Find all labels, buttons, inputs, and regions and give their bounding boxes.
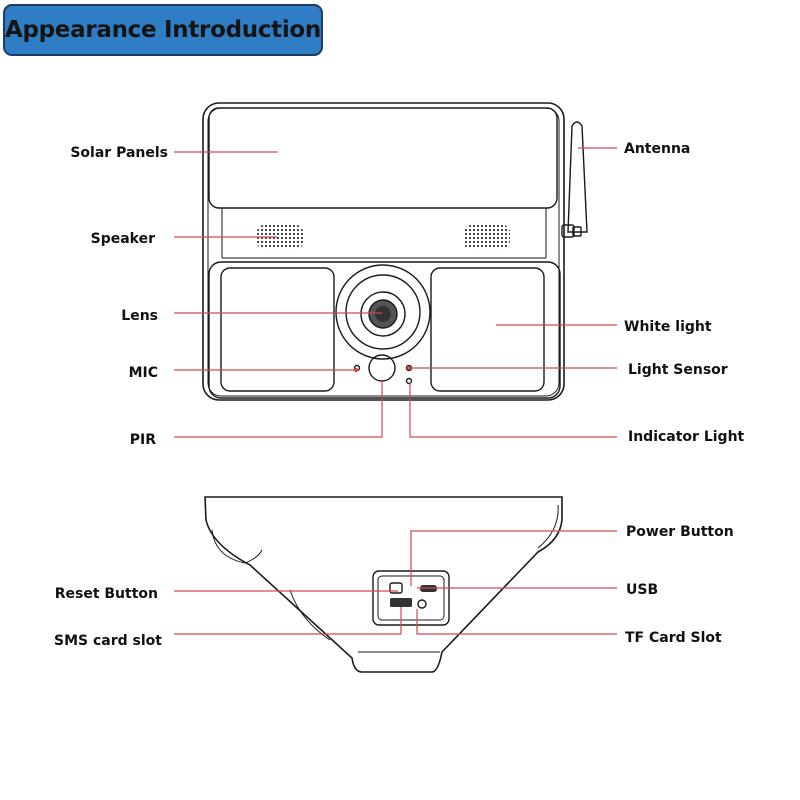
speaker-grill-left <box>257 225 303 249</box>
label-speaker: Speaker <box>91 231 155 247</box>
label-sms-card-slot: SMS card slot <box>54 633 162 649</box>
indicator-light-dot <box>405 377 413 385</box>
card-slot-shape <box>390 598 412 607</box>
page-title: Appearance Introduction <box>4 17 322 43</box>
label-solar-panels: Solar Panels <box>70 145 168 161</box>
antenna-shape <box>567 121 588 233</box>
labels: Solar Panels Speaker Lens MIC PIR Antenn… <box>54 141 745 649</box>
camera-bottom-view <box>204 496 563 673</box>
label-white-light: White light <box>624 319 712 335</box>
speaker-grill-right <box>464 225 510 249</box>
label-lens: Lens <box>121 308 158 324</box>
label-usb: USB <box>626 582 658 598</box>
solar-panel-shape <box>208 107 558 209</box>
label-mic: MIC <box>129 365 158 381</box>
white-light-right <box>430 267 545 392</box>
tf-card-slot-shape <box>417 599 427 609</box>
label-light-sensor: Light Sensor <box>628 362 728 378</box>
bottom-body <box>204 496 563 673</box>
label-indicator-light: Indicator Light <box>628 429 745 445</box>
title-badge: Appearance Introduction <box>3 4 323 56</box>
label-reset-button: Reset Button <box>55 586 158 602</box>
white-light-left <box>220 267 335 392</box>
label-antenna: Antenna <box>624 141 690 157</box>
reset-button-shape <box>389 582 403 594</box>
label-pir: PIR <box>130 432 156 448</box>
camera-front-view <box>202 102 588 401</box>
label-power-button: Power Button <box>626 524 734 540</box>
label-tf-card-slot: TF Card Slot <box>625 630 722 646</box>
leader-lines <box>174 147 617 635</box>
lens-housing <box>345 274 421 350</box>
